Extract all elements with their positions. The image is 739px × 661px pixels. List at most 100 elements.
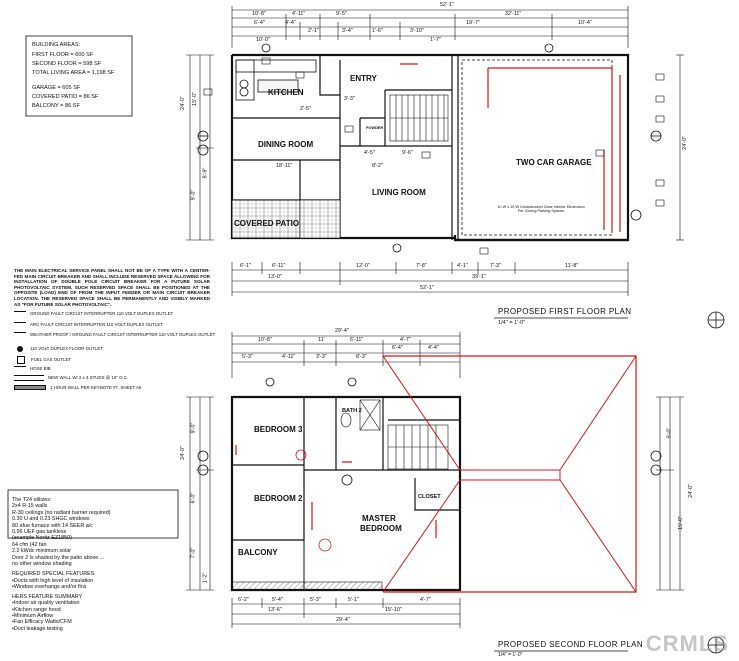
dim-ff-seg-10: 1'-6" — [372, 28, 383, 34]
dim-ff-int-1: 18'-11" — [276, 163, 293, 169]
dim-sf-bot-7: 15'-10" — [385, 607, 402, 613]
hers-feature: •Fan Efficacy Watts/CFM — [12, 619, 72, 626]
hers-feature: •Kitchen range hood — [12, 606, 61, 613]
covered-patio-tile — [231, 199, 301, 239]
legend-afci-label: ARC FAULT CIRCUIT INTERRUPTER 110 VOLT D… — [30, 322, 163, 327]
dim-ff-bot-7: 11'-8" — [565, 263, 579, 269]
dim-sf-top-4: 4'-7" — [400, 337, 411, 343]
hers-title: HERS FEATURE SUMMARY — [12, 593, 83, 600]
room-master: MASTER — [362, 514, 396, 523]
dim-ff-overall-top: 52'-1" — [440, 2, 454, 8]
special-feature: •Ducts with high level of insulation — [12, 577, 94, 584]
dim-ff-left-3: 9'-0" — [190, 189, 197, 201]
dim-sf-top-3: 6'-11" — [350, 337, 364, 343]
dim-ff-bot-5: 4'-1" — [457, 263, 468, 269]
dim-sf-bot-3: 5'-3" — [310, 597, 321, 603]
room-kitchen: KITCHEN — [268, 88, 304, 97]
special-feature: •Window overhangs and/or fins — [12, 584, 87, 591]
hers-feature: •Indoor air quality ventilation — [12, 600, 80, 607]
dim-ff-seg-8: 2'-1" — [308, 28, 319, 34]
dim-ff-seg-5: 10'-4" — [578, 20, 592, 26]
t24-line: 64 cfm (42 fan — [12, 541, 47, 548]
first-floor-scale: 1/4" = 1'-0" — [498, 320, 526, 326]
t24-line: no other window shading — [12, 561, 72, 568]
dim-ff-bot-4: 7'-8" — [416, 263, 427, 269]
dim-ff-seg-9: 3'-4" — [342, 28, 353, 34]
dim-ff-int-2: 8'-2" — [372, 163, 383, 169]
dim-ff-int-3: 9'-6" — [402, 150, 413, 156]
first-floor-title: PROPOSED FIRST FLOOR PLAN — [498, 307, 632, 316]
dim-ff-seg-13: 10'-0" — [256, 37, 270, 43]
hers-feature: •Minimum Airflow — [12, 612, 54, 619]
dim-ff-seg-6: 6'-4" — [254, 20, 265, 26]
one-hour-wall-icon — [14, 385, 46, 391]
room-master-bedroom: BEDROOM — [360, 524, 402, 533]
legend-one-hour-wall-label: 1 HOUR WALL PER KEYNOTE #7, SHEET A6 — [50, 385, 142, 390]
dim-ff-int-4: 4'-5" — [364, 150, 375, 156]
t24-line: (example Noritz EZ1850) — [12, 535, 72, 542]
crmls-watermark: CRMLS — [645, 631, 729, 656]
section-markers — [197, 43, 725, 329]
first-floor-electrical-red — [400, 63, 621, 232]
fuel-gas-icon — [17, 356, 25, 364]
legend-hose-bib-label: HOSE BIB — [30, 366, 51, 371]
room-bedroom-2: BEDROOM 2 — [254, 494, 303, 503]
area-first-floor: FIRST FLOOR = 600 SF — [32, 52, 94, 58]
first-floor-plan — [186, 6, 725, 329]
dim-sf-left-5: 1'-2" — [202, 572, 209, 584]
dim-ff-bot-10: 52'-1" — [420, 285, 434, 291]
legend-one-hour-wall: 1 HOUR WALL PER KEYNOTE #7, SHEET A6 — [14, 385, 142, 391]
second-floor-side-dimensions — [186, 396, 684, 591]
dim-ff-seg-7: 4'-4" — [285, 20, 296, 26]
dim-sf-right-1: 24'-0" — [687, 484, 694, 498]
roof-outline-red — [383, 355, 637, 593]
dim-sf-top-10: 4'-4" — [428, 345, 439, 351]
dim-ff-left-4: 8'-9" — [202, 167, 209, 179]
dim-ff-seg-3: 9'-5" — [336, 11, 347, 17]
room-covered-patio: COVERED PATIO — [234, 219, 300, 228]
garage-clearance-note: 10 W x 19 W Unobstructed Clear Interior … — [497, 205, 585, 213]
kitchen-counters — [235, 59, 317, 101]
dim-sf-overall-top: 29'-4" — [335, 328, 349, 334]
dim-ff-left-2: 15'-0" — [191, 92, 198, 106]
area-covered-patio: COVERED PATIO = 86 SF — [32, 94, 99, 100]
first-floor-bottom-dimensions — [231, 262, 629, 296]
dim-ff-bot-1: 6'-1" — [240, 263, 251, 269]
dim-ff-seg-11: 3'-10" — [410, 28, 424, 34]
building-areas-title: BUILDING AREAS: — [32, 42, 81, 48]
dim-sf-left-2: 9'-0" — [190, 422, 197, 434]
special-features-title: REQUIRED SPECIAL FEATURES — [12, 571, 95, 578]
dim-ff-right-1: 24'-0" — [681, 136, 688, 150]
dim-ff-bot-2: 6'-11" — [272, 263, 286, 269]
second-floor-bottom-dimensions — [231, 598, 461, 628]
dim-ff-bot-8: 13'-0" — [268, 274, 282, 280]
dim-ff-seg-2: 4'-11" — [292, 11, 306, 17]
dim-sf-top-6: 4'-11" — [282, 354, 296, 360]
area-balcony: BALCONY = 86 SF — [32, 103, 80, 109]
dim-ff-int-6: 2'-5" — [300, 106, 311, 112]
dim-ff-bot-9: 39'-1" — [472, 274, 486, 280]
dim-sf-top-2: 11' — [318, 337, 325, 343]
dim-sf-left-4: 7'-0" — [190, 547, 197, 559]
second-floor-markers — [197, 377, 725, 654]
t24-line: 80 afue furnace with 14 SEER a/c — [12, 522, 93, 529]
legend-gfci: GROUND FAULT CIRCUIT INTERRUPTER 110 VOL… — [14, 311, 173, 316]
area-total-living: TOTAL LIVING AREA = 1,198 SF — [32, 70, 115, 76]
first-floor-top-dimensions — [231, 6, 629, 48]
room-dining: DINING ROOM — [258, 140, 314, 149]
second-floor-title: PROPOSED SECOND FLOOR PLAN — [498, 640, 644, 649]
dim-ff-seg-1: 10'-8" — [252, 11, 266, 17]
dim-sf-top-5: 5'-3" — [242, 354, 253, 360]
dim-ff-seg-12: 1'-7" — [430, 37, 441, 43]
legend-fuel-gas-label: FUEL GAS OUTLET — [31, 357, 72, 363]
t24-line: 0.30 U and 0.23 SHGC windows — [12, 516, 90, 523]
second-floor-scale: 1/4" = 1'-0" — [498, 652, 523, 658]
dim-sf-top-1: 10'-8" — [258, 337, 272, 343]
room-bath-2: BATH 2 — [342, 408, 362, 414]
dim-ff-int-5: 3'-3" — [344, 96, 355, 102]
legend-fuel-gas: FUEL GAS OUTLET — [14, 356, 71, 364]
dim-sf-bot-2: 5'-4" — [272, 597, 283, 603]
t24-box — [7, 489, 179, 539]
hose-bib-icon — [14, 366, 26, 371]
